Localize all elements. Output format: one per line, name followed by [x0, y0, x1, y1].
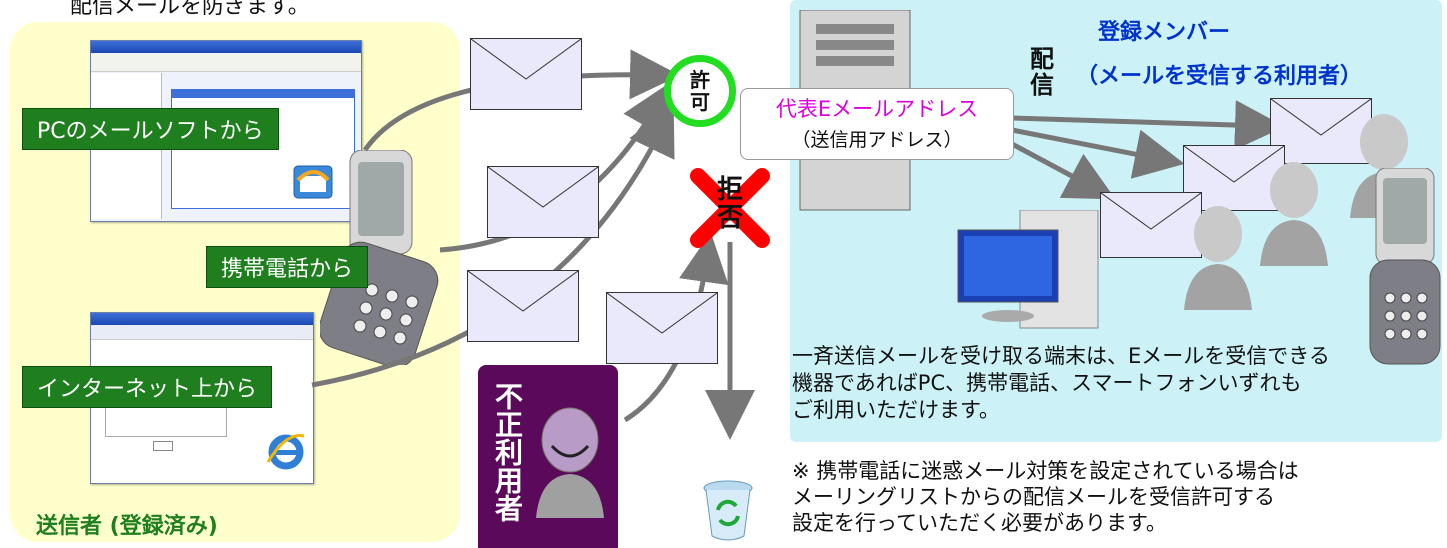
unauthorized-label: 不正利用者	[491, 382, 524, 522]
deny-label: 拒 否	[716, 175, 743, 233]
representative-address-subtitle: （送信用アドレス）	[791, 129, 963, 151]
senders-title: 送信者 (登録済み)	[36, 514, 218, 539]
pc-source-label: PCのメールソフトから	[22, 108, 279, 150]
desktop-pc-icon	[950, 209, 1130, 334]
spam-filter-footnote: ※ 携帯電話に迷惑メール対策を設定されている場合は メーリングリストからの配信メ…	[792, 459, 1299, 535]
envelope-icon	[606, 292, 718, 364]
envelope-icon	[467, 270, 579, 342]
flip-phone-icon	[1366, 167, 1446, 372]
web-source-label: インターネット上から	[22, 366, 273, 408]
envelope-icon	[470, 38, 582, 110]
envelope-icon	[1100, 192, 1202, 258]
person-silhouette-icon	[1258, 156, 1330, 272]
representative-address-title: 代表Eメールアドレス	[775, 97, 979, 121]
members-title-line2: （メールを受信する利用者）	[1076, 64, 1363, 89]
mobile-source-label: 携帯電話から	[206, 246, 369, 288]
allow-badge: 許 可	[664, 55, 736, 127]
outlook-logo-icon	[290, 158, 338, 210]
top-text-fragment: 配信メールを防ぎます。	[70, 0, 310, 19]
deny-cross-icon	[690, 168, 770, 252]
person-silhouette-icon	[1182, 200, 1254, 316]
ie-logo-icon	[266, 432, 306, 476]
members-device-note: 一斉送信メールを受け取る端末は、Eメールを受信できる 機器であればPC、携帯電話…	[792, 344, 1330, 422]
envelope-icon	[487, 166, 599, 238]
representative-address-box: 代表Eメールアドレス （送信用アドレス）	[740, 88, 1014, 160]
members-title-line1: 登録メンバー	[1098, 20, 1231, 45]
distribute-label: 配 信	[1030, 45, 1054, 99]
person-silhouette-icon	[530, 400, 610, 524]
trash-bin-icon	[696, 478, 760, 548]
envelope-icon	[1270, 98, 1372, 164]
